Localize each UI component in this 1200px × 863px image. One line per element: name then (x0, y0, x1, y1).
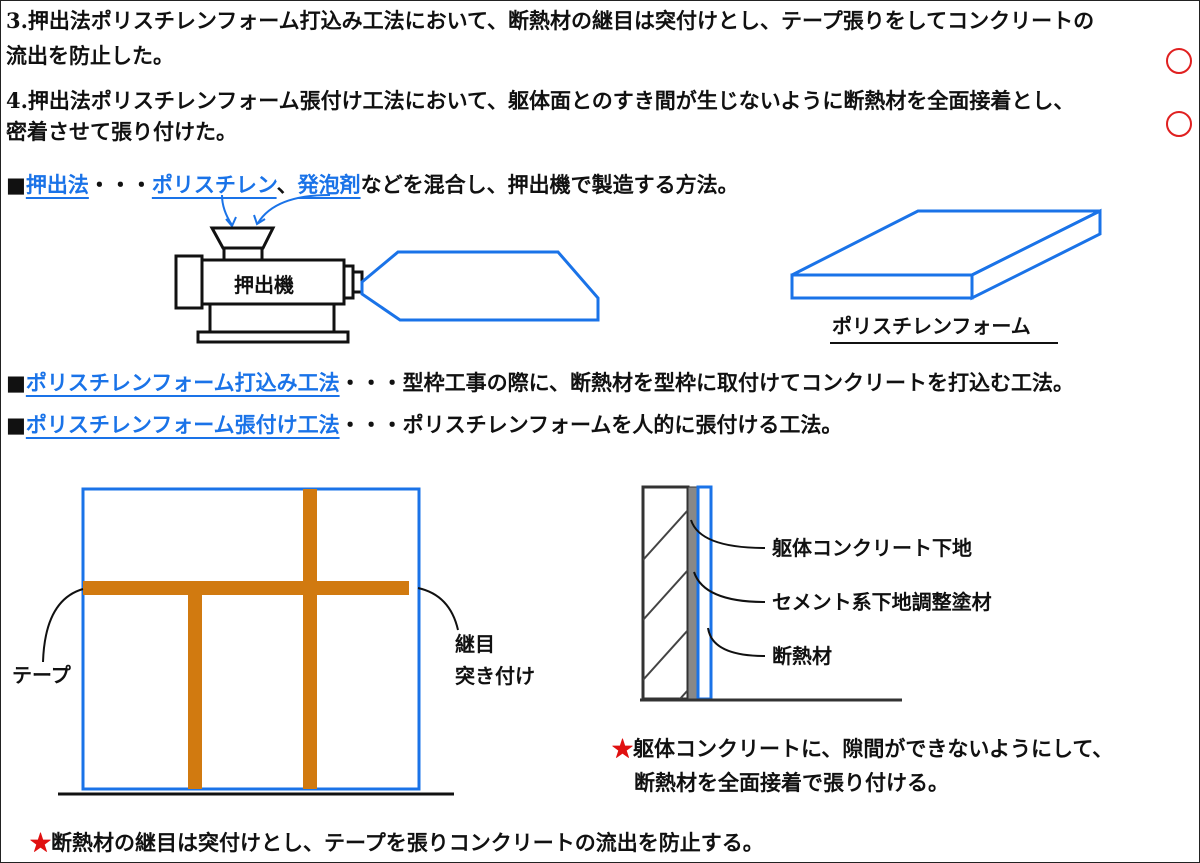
joint-label: 継目 (455, 632, 495, 656)
item4-line1: 4.押出法ポリスチレンフォーム張付け工法において、躯体面とのすき間が生じないよう… (6, 88, 1075, 113)
joint-label-2: 突き付け (455, 664, 535, 688)
definition-cast-in: ■ポリスチレンフォーム打込み工法・・・型枠工事の際に、断熱材を型枠に取付けてコン… (6, 368, 1074, 398)
term-cast-in-method: ポリスチレンフォーム打込み工法 (25, 370, 340, 395)
definition-adhesion: ■ポリスチレンフォーム張付け工法・・・ポリスチレンフォームを人的に張付ける工法。 (6, 410, 842, 440)
tape-leader (42, 588, 84, 663)
correct-mark-circle (1166, 48, 1192, 74)
extruder-machine (174, 226, 364, 344)
note-text: 断熱材の継目は突付けとし、テープを張りコンクリートの流出を防止する。 (51, 830, 764, 855)
foam-board-label: ポリスチレンフォーム (832, 314, 1031, 338)
bullet-icon: ■ (6, 172, 26, 197)
correct-mark-circle (1166, 111, 1192, 137)
foam-board (790, 208, 1102, 301)
item4-line2: 密着させて張り付けた。 (6, 119, 237, 144)
extruder-label: 押出機 (234, 273, 294, 297)
note-adhesion-line1: ★躯体コンクリートに、隙間ができないようにして、 (612, 734, 1113, 764)
definition-text: などを混合し、押出機で製造する方法。 (360, 172, 739, 197)
tape-label: テープ (12, 663, 72, 687)
star-icon: ★ (30, 830, 51, 855)
definition-text: ・・・型枠工事の際に、断熱材を型枠に取付けてコンクリートを打込む工法。 (339, 370, 1074, 395)
tape-strips (83, 489, 409, 789)
definition-text: ・・・ポリスチレンフォームを人的に張付ける工法。 (339, 412, 843, 437)
term-polystyrene: ポリスチレン (151, 172, 277, 197)
term-adhesion-method: ポリスチレンフォーム張付け工法 (25, 412, 340, 437)
concrete-label: 躯体コンクリート下地 (771, 536, 972, 560)
definition-extrusion: ■押出法・・・ポリスチレン、発泡剤などを混合し、押出機で製造する方法。 (6, 170, 739, 200)
cement-layer (687, 486, 698, 700)
comma: 、 (276, 172, 298, 197)
bullet-icon: ■ (6, 370, 26, 395)
item3-line2: 流出を防止した。 (6, 43, 174, 68)
star-icon: ★ (612, 736, 633, 761)
term-extrusion: 押出法 (25, 172, 89, 197)
insulation-label: 断熱材 (772, 644, 832, 668)
term-foaming-agent: 発泡剤 (297, 172, 361, 197)
note-adhesion-line2: 断熱材を全面接着で張り付ける。 (634, 770, 949, 795)
cement-label: セメント系下地調整塗材 (772, 590, 992, 614)
note-joint: ★断熱材の継目は突付けとし、テープを張りコンクリートの流出を防止する。 (30, 828, 764, 858)
joint-leader (417, 587, 459, 631)
arrow-icon (221, 194, 331, 228)
wall-leaders (690, 519, 766, 657)
formwork-frame (81, 487, 421, 791)
separator: ・・・ (88, 172, 152, 197)
item3-line1: 3.押出法ポリスチレンフォーム打込み工法において、断熱材の継目は突付けとし、テー… (6, 8, 1095, 33)
bullet-icon: ■ (6, 412, 26, 437)
concrete-wall (641, 485, 690, 701)
extruded-foam (360, 250, 600, 322)
insulation-layer (696, 485, 713, 701)
note-text: 躯体コンクリートに、隙間ができないようにして、 (633, 736, 1114, 761)
